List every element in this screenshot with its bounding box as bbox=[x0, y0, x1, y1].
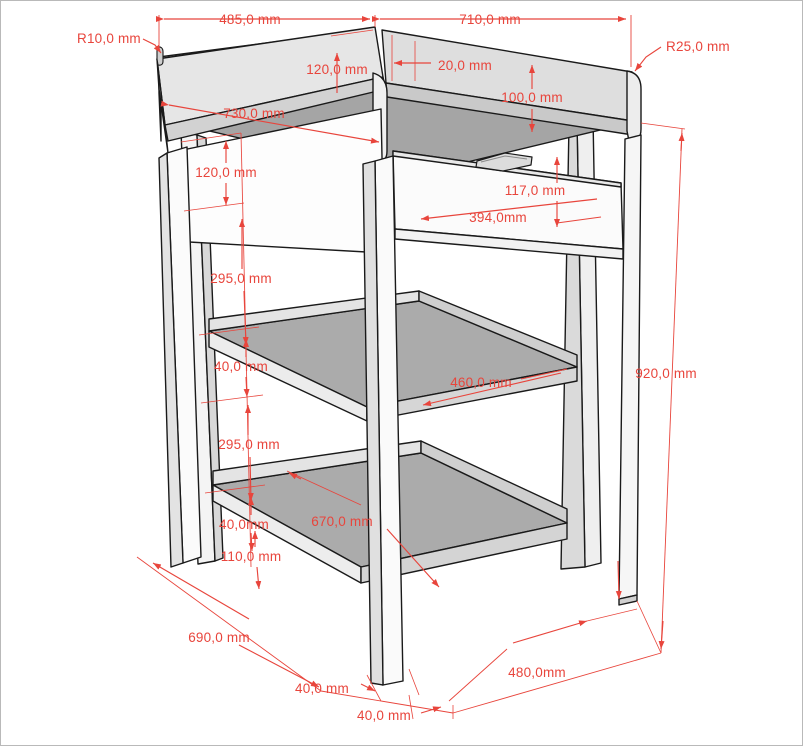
dim-label-leg-clearance: 110,0 mm bbox=[221, 549, 282, 564]
ext-right-leg bbox=[636, 600, 662, 654]
ground-left-edge bbox=[136, 556, 322, 692]
dim-394b bbox=[556, 216, 602, 224]
ext-40b-1 bbox=[408, 694, 414, 720]
dim-670 bbox=[286, 470, 362, 506]
dim-40b-lead bbox=[420, 706, 442, 714]
ext-shelfu-bot bbox=[200, 394, 264, 404]
drawer-handle[interactable] bbox=[475, 152, 533, 172]
dim-460 bbox=[422, 372, 562, 407]
dim-label-top-width-side: 710,0 mm bbox=[459, 12, 521, 27]
dim-label-shelf-depth-upper: 460,0 mm bbox=[450, 375, 512, 390]
dim-label-leg-section-a: 40,0 mm bbox=[295, 681, 349, 696]
dim-690-b bbox=[238, 644, 320, 688]
dim-690-a bbox=[152, 562, 250, 620]
dim-920-bot bbox=[658, 620, 665, 650]
dim-394 bbox=[420, 198, 598, 222]
ground-right-edge bbox=[452, 652, 662, 714]
dim-460b bbox=[520, 368, 568, 380]
ground-front-edge bbox=[320, 690, 454, 714]
dimension-lines bbox=[136, 15, 686, 720]
dim-label-shelf-thickness-lower: 40,0mm bbox=[219, 517, 269, 532]
dim-670c bbox=[386, 528, 440, 588]
corner-post-right bbox=[626, 70, 642, 142]
dim-label-footprint-width: 480,0mm bbox=[508, 665, 566, 680]
dimension-labels: R10,0 mm 485,0 mm 710,0 mm R25,0 mm 120,… bbox=[77, 12, 730, 723]
leg-front-right bbox=[618, 134, 642, 606]
dim-label-leg-section-b: 40,0 mm bbox=[357, 708, 411, 723]
dim-label-drawer-width: 394,0mm bbox=[469, 210, 527, 225]
dim-label-top-width-front: 485,0 mm bbox=[219, 12, 281, 27]
dim-label-shelf-thickness-upper: 40,0 mm bbox=[214, 359, 268, 374]
dim-920-top bbox=[678, 132, 685, 152]
dim-920-line bbox=[660, 128, 683, 654]
dim-label-rail-thickness: 20,0 mm bbox=[438, 58, 492, 73]
dim-480-b bbox=[448, 648, 508, 702]
ext-shelfl-top bbox=[204, 484, 266, 494]
dim-730 bbox=[160, 100, 380, 144]
ext-920-top bbox=[640, 122, 686, 130]
ext-40a-1 bbox=[366, 674, 382, 702]
ext-120-panel-top bbox=[180, 132, 242, 143]
dim-110-dn bbox=[255, 566, 262, 590]
dim-label-shelf-gap-lower: 295,0 mm bbox=[218, 437, 280, 452]
ext-120-rail-top bbox=[330, 29, 374, 37]
dim-40a-lead bbox=[360, 683, 376, 692]
dim-40-dn-b bbox=[248, 532, 255, 552]
furniture-model bbox=[156, 26, 642, 686]
dim-40-dn-a bbox=[243, 376, 250, 398]
dim-670-arrow-a bbox=[288, 472, 302, 480]
dim-480-a bbox=[512, 620, 588, 644]
dim-label-overall-height: 920,0 mm bbox=[635, 366, 697, 381]
dim-label-radius-top-left: R10,0 mm bbox=[77, 31, 141, 46]
ext-120-panel-bot bbox=[183, 202, 245, 212]
dim-480-c bbox=[615, 560, 622, 600]
dim-label-radius-top-right: R25,0 mm bbox=[666, 39, 730, 54]
dim-295-dn-a bbox=[242, 290, 249, 346]
dim-295-dn-b bbox=[247, 456, 254, 502]
dim-label-panel-width: 730,0 mm bbox=[223, 106, 285, 121]
ext-480-right bbox=[586, 608, 638, 622]
ext-40a-2 bbox=[408, 668, 420, 696]
dim-label-rail-height-front: 120,0 mm bbox=[306, 62, 368, 77]
dim-label-drawer-height: 117,0 mm bbox=[505, 183, 566, 198]
dim-label-shelf-gap-upper: 295,0 mm bbox=[210, 271, 272, 286]
dim-label-panel-height: 120,0 mm bbox=[195, 165, 257, 180]
dim-label-rail-height-side: 100,0 mm bbox=[501, 90, 563, 105]
dim-label-footprint-depth: 690,0 mm bbox=[188, 630, 250, 645]
dim-label-shelf-width-lower: 670,0 mm bbox=[311, 514, 373, 529]
ext-shelfu-top bbox=[198, 326, 260, 336]
leader-r25 bbox=[634, 46, 662, 72]
leader-r10 bbox=[142, 38, 162, 54]
leg-front-left bbox=[158, 146, 202, 568]
